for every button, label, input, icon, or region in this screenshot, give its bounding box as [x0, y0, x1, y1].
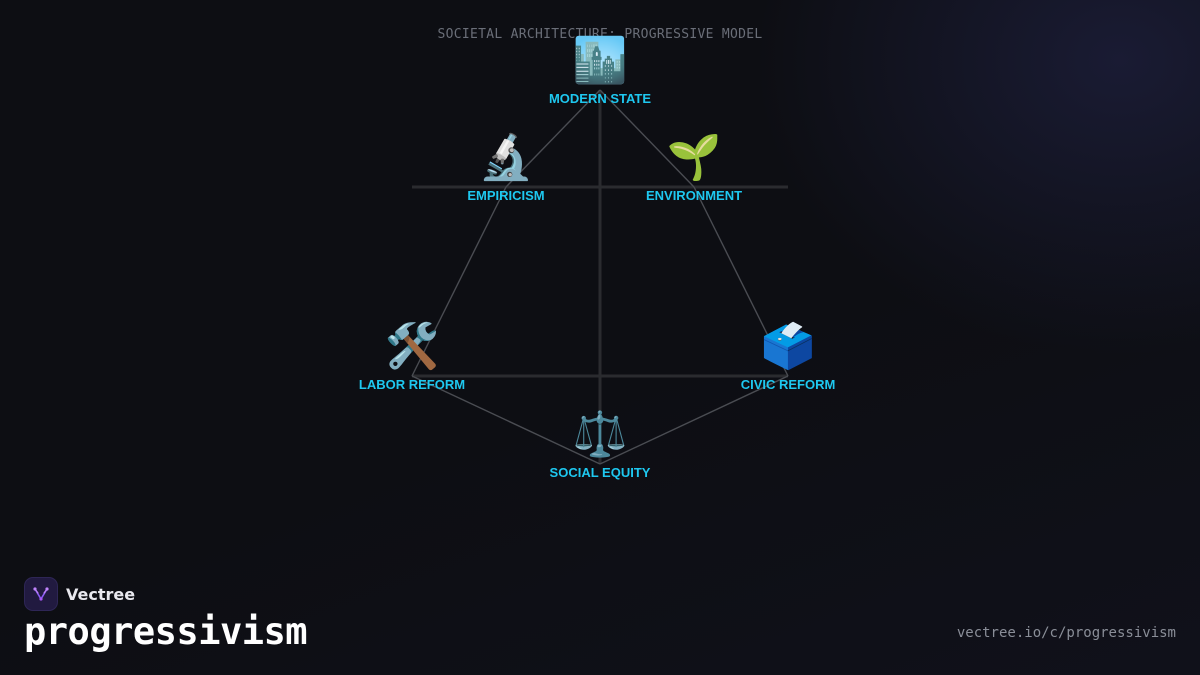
diagram-title: SOCIETAL ARCHITECTURE: PROGRESSIVE MODEL — [437, 27, 763, 42]
node-social-equity[interactable]: ⚖️ SOCIAL EQUITY — [520, 409, 680, 480]
node-label: MODERN STATE — [548, 91, 652, 106]
edge-modern-state-environment — [599, 89, 695, 188]
brand: Vectree — [24, 577, 135, 611]
node-environment[interactable]: 🌱 ENVIRONMENT — [614, 132, 774, 203]
ballot-box-icon: 🗳️ — [760, 322, 816, 371]
node-labor-reform[interactable]: 🛠️ LABOR REFORM — [332, 321, 492, 392]
cityscape-icon: 🏙️ — [572, 36, 628, 85]
page-title: progressivism — [24, 610, 308, 653]
node-civic-reform[interactable]: 🗳️ CIVIC REFORM — [708, 321, 868, 392]
vectree-logo-icon — [24, 577, 58, 611]
node-modern-state[interactable]: 🏙️ MODERN STATE — [520, 35, 680, 106]
node-label: ENVIRONMENT — [645, 188, 743, 203]
edge-civic-reform-social-equity — [599, 375, 789, 465]
axes-layer — [412, 90, 788, 464]
seedling-icon: 🌱 — [666, 133, 722, 182]
edge-environment-civic-reform — [693, 186, 789, 377]
edges-layer — [411, 89, 789, 465]
node-label: EMPIRICISM — [467, 188, 545, 203]
node-label: LABOR REFORM — [358, 377, 466, 392]
edge-modern-state-empiricism — [505, 89, 601, 188]
node-empiricism[interactable]: 🔬 EMPIRICISM — [426, 132, 586, 203]
edge-labor-reform-social-equity — [411, 375, 601, 465]
brand-name: Vectree — [66, 584, 136, 604]
edge-empiricism-labor-reform — [411, 186, 507, 377]
microscope-icon: 🔬 — [478, 133, 534, 182]
node-label: SOCIAL EQUITY — [549, 465, 651, 480]
balance-scale-icon: ⚖️ — [572, 410, 628, 459]
page-url[interactable]: vectree.io/c/progressivism — [956, 625, 1176, 641]
node-label: CIVIC REFORM — [740, 377, 836, 392]
hammer-wrench-icon: 🛠️ — [384, 322, 440, 371]
